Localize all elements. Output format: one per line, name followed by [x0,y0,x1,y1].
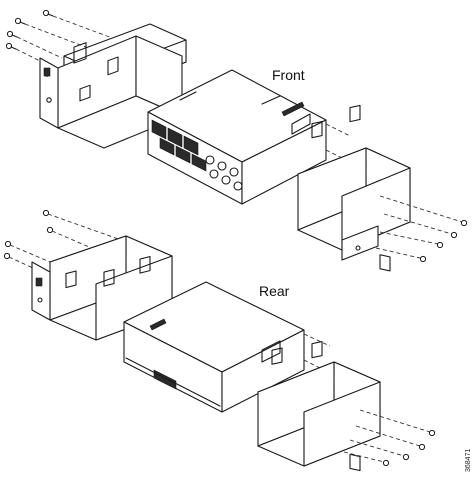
screw-icon [460,219,468,227]
screw-icon [5,42,17,50]
screw-icon [4,240,12,248]
screw-icon [419,255,427,263]
rear-right-bracket [257,340,381,472]
screw-icon [14,17,26,25]
front-left-screws [5,9,151,71]
screw-icon [46,226,54,234]
screw-icon [418,443,426,451]
rear-device [123,281,333,413]
front-assembly: Front [5,9,468,272]
rear-left-bracket [31,235,173,341]
device-front-ports [151,119,207,172]
screw-icon [42,209,50,217]
screw-icon [42,9,54,17]
device-front-connectors [205,155,243,191]
rear-label: Rear [259,283,290,299]
front-right-bracket [297,104,411,272]
front-device [147,69,355,205]
screw-icon [428,429,436,437]
rear-assembly: Rear [3,209,436,472]
screw-icon [402,453,410,461]
front-right-screws [375,195,468,263]
figure-id: 368471 [465,449,472,472]
screw-icon [436,241,444,249]
rear-right-screws [343,409,436,467]
screw-icon [3,252,11,260]
screw-icon [450,231,458,239]
front-left-bracket [39,23,187,149]
front-label: Front [272,67,305,83]
screw-icon [6,30,18,38]
screw-icon [382,459,390,467]
